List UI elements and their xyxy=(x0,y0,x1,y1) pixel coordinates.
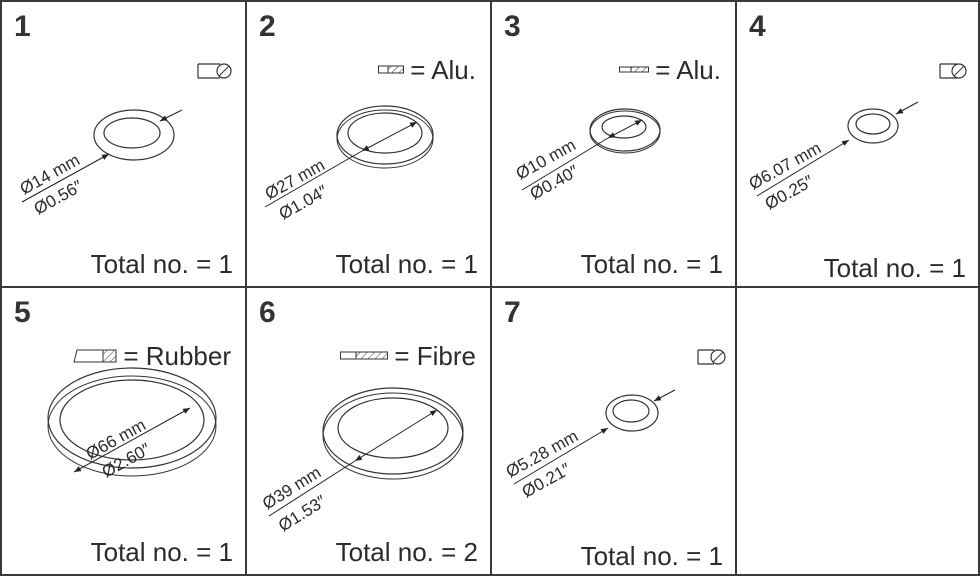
seal-cell-3: Ø10 mm Ø0.40″ 3 = Alu. Total no. = 1 xyxy=(490,0,737,288)
material-label: = Alu. xyxy=(410,55,476,85)
total-count: Total no. = 2 xyxy=(335,537,478,567)
seal-cell-2: Ø27 mm Ø1.04″ 2 = Alu. Total no. = 1 xyxy=(245,0,492,288)
empty-cell xyxy=(735,286,980,576)
cell-number: 6 xyxy=(259,296,276,329)
cell-number: 5 xyxy=(14,296,31,329)
cell-number: 3 xyxy=(504,10,521,43)
seal-cell-1: Ø14 mm Ø0.56″ 1 Total no. = 1 xyxy=(0,0,247,288)
square-hatched-section-icon xyxy=(73,349,117,363)
washer-drawing: Ø14 mm Ø0.56″ xyxy=(17,63,232,218)
round-section-icon xyxy=(939,63,967,79)
round-section-icon xyxy=(197,63,232,79)
flat-hatched-section-icon xyxy=(340,351,389,360)
cell-number: 7 xyxy=(504,296,521,329)
material-legend: = Rubber xyxy=(73,343,231,369)
cell-number: 2 xyxy=(259,10,276,43)
flat-hatched-section-icon xyxy=(378,65,405,74)
material-label: = Rubber xyxy=(123,341,231,371)
seal-cell-7: Ø5.28 mm Ø0.21″ 7 Total no. = 1 xyxy=(490,286,737,576)
seal-cell-4: Ø6.07 mm Ø0.25″ 4 Total no. = 1 xyxy=(735,0,980,288)
flat-hatched-section-icon xyxy=(619,66,650,73)
total-count: Total no. = 1 xyxy=(823,253,966,283)
seal-cell-5: Ø66 mm Ø2.60″ 5 = Rubber Total no. = 1 xyxy=(0,286,247,576)
material-legend: = Fibre xyxy=(340,343,476,369)
total-count: Total no. = 1 xyxy=(335,249,478,279)
round-section-icon xyxy=(697,349,726,365)
seal-cell-6: Ø39 mm Ø1.53″ 6 = Fibre Total no. = 2 xyxy=(245,286,492,576)
material-label: = Fibre xyxy=(394,341,476,371)
material-legend: = Alu. xyxy=(619,57,721,83)
cell-number: 4 xyxy=(749,10,766,43)
total-count: Total no. = 1 xyxy=(90,537,233,567)
total-count: Total no. = 1 xyxy=(580,249,723,279)
material-legend: = Alu. xyxy=(378,57,476,83)
material-label: = Alu. xyxy=(655,55,721,85)
total-count: Total no. = 1 xyxy=(580,541,723,571)
cell-number: 1 xyxy=(14,10,31,43)
total-count: Total no. = 1 xyxy=(90,249,233,279)
